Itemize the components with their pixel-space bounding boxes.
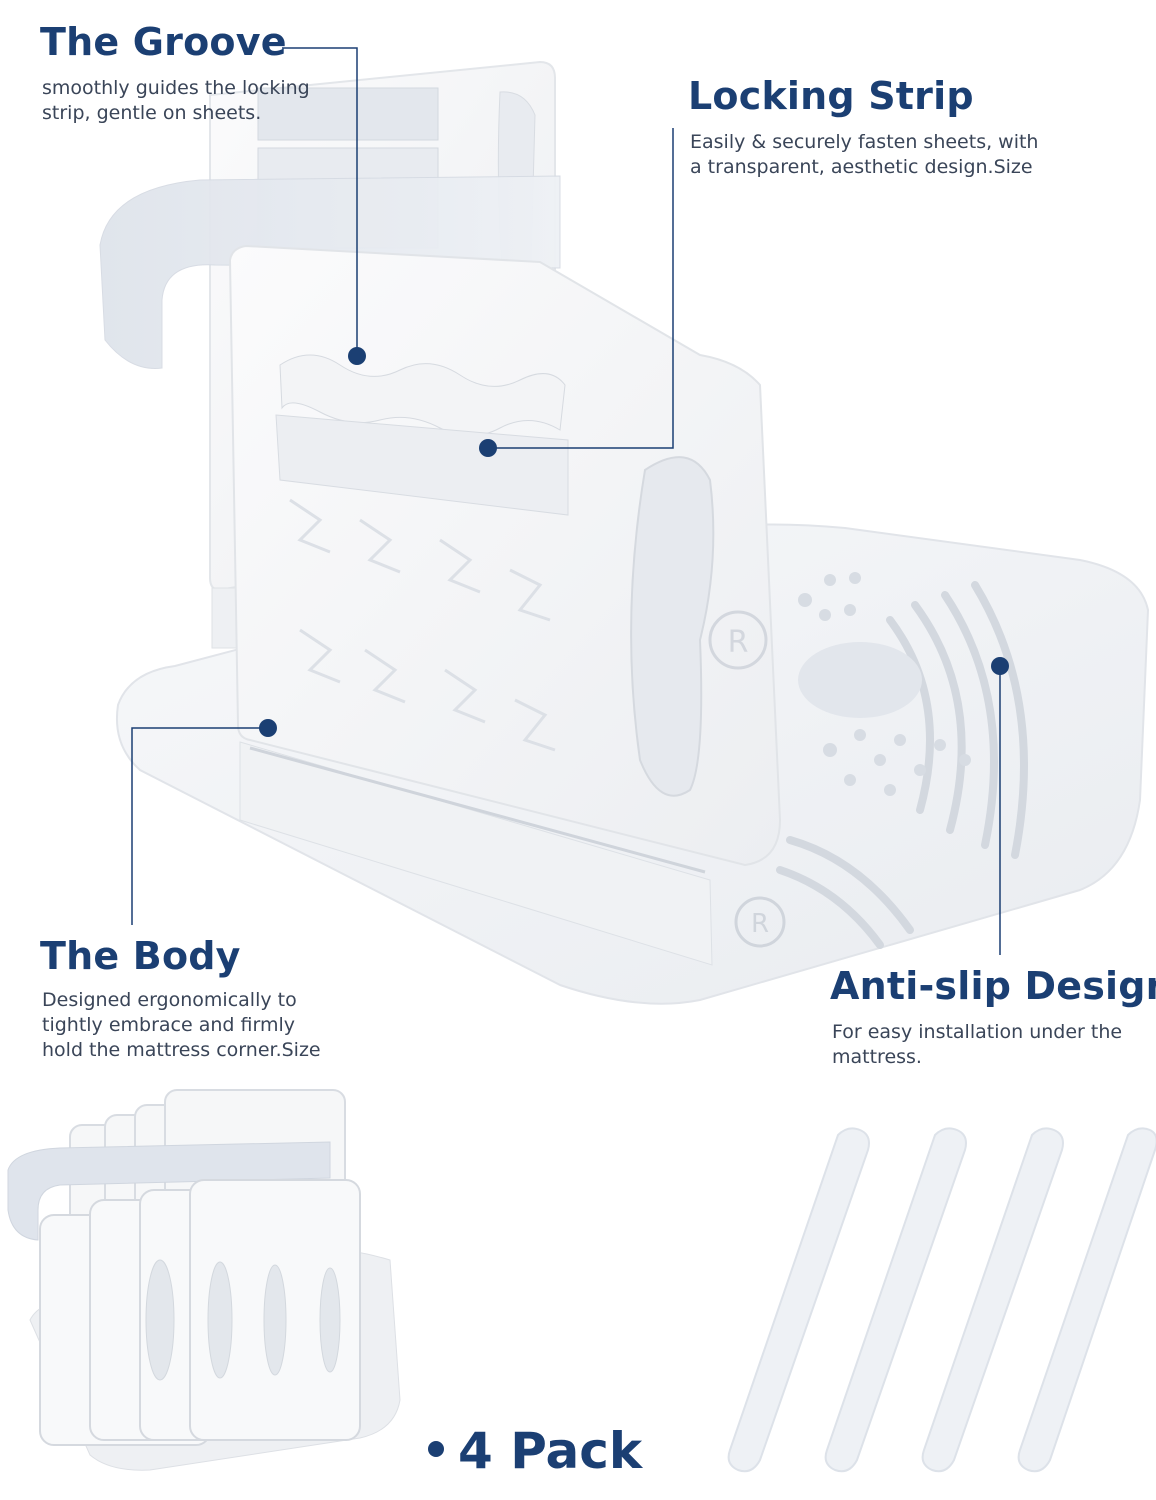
bullet-dot-icon: [428, 1440, 444, 1457]
body-desc-line-2: tightly embrace and firmly: [42, 1014, 295, 1036]
svg-text:R: R: [728, 625, 749, 660]
body-desc: Designed ergonomically to tightly embrac…: [42, 988, 321, 1063]
loose-strips: [727, 1127, 1156, 1473]
front-panel: R: [228, 244, 782, 966]
pack-illustration: [7, 1089, 401, 1471]
callout-lines: [131, 47, 1001, 955]
registered-r-logo: R: [734, 896, 786, 948]
pack-label-text: 4 Pack: [458, 1422, 643, 1480]
pack-label: 4 Pack: [428, 1422, 642, 1480]
body-desc-line-1: Designed ergonomically to: [42, 989, 297, 1011]
groove-desc-line-2: strip, gentle on sheets.: [42, 102, 262, 124]
svg-text:R: R: [751, 909, 769, 939]
locking-desc-line-1: Easily & securely fasten sheets, with: [690, 131, 1039, 153]
groove-title: The Groove: [40, 20, 287, 64]
callout-marker-icon: [259, 347, 1009, 737]
body-title: The Body: [40, 934, 241, 978]
body-desc-line-3: hold the mattress corner.Size: [42, 1039, 321, 1061]
anti-slip-desc-line-2: mattress.: [832, 1046, 922, 1068]
locking-strip-title: Locking Strip: [688, 74, 974, 118]
locking-desc-line-2: a transparent, aesthetic design.Size: [690, 156, 1033, 178]
anti-slip-desc-line-1: For easy installation under the: [832, 1021, 1123, 1043]
locking-strip-desc: Easily & securely fasten sheets, with a …: [690, 130, 1038, 180]
registered-r-logo-panel: R: [708, 610, 768, 670]
anti-slip-desc: For easy installation under the mattress…: [832, 1020, 1122, 1070]
anti-slip-dots: [798, 572, 971, 796]
anti-slip-arcs: [776, 581, 1028, 949]
groove-desc: smoothly guides the locking strip, gentl…: [42, 76, 310, 126]
groove-desc-line-1: smoothly guides the locking: [42, 77, 310, 99]
anti-slip-title: Anti-slip Design: [830, 964, 1156, 1008]
